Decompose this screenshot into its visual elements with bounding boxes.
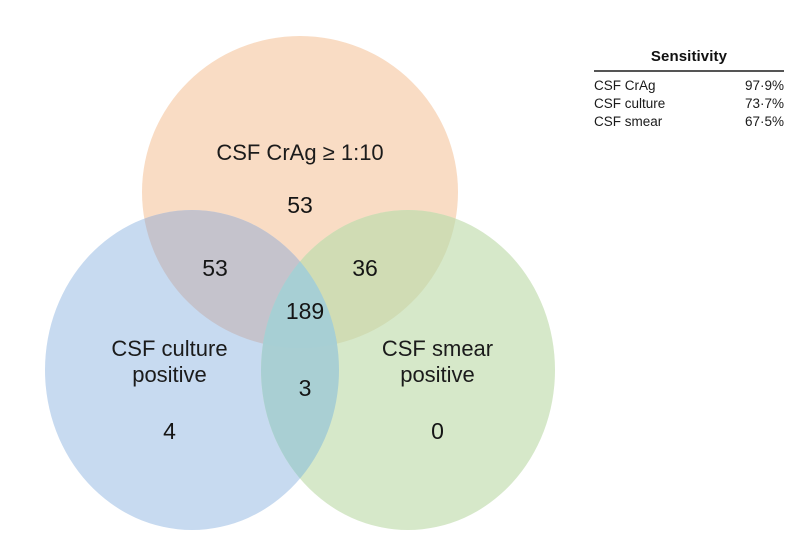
table-row: CSF culture 73·7% (594, 94, 784, 112)
sensitivity-test-name: CSF smear (594, 113, 663, 129)
sensitivity-table-body: CSF CrAg 97·9% CSF culture 73·7% CSF sme… (594, 76, 784, 130)
sensitivity-title: Sensitivity (650, 48, 728, 65)
venn-svg (45, 36, 555, 530)
venn-diagram: CSF CrAg ≥ 1:10 CSF culture positive CSF… (45, 36, 555, 530)
table-row: CSF smear 67·5% (594, 112, 784, 130)
overlap-crag-culture (142, 210, 339, 348)
sensitivity-table: CSF CrAg 97·9% CSF culture 73·7% CSF sme… (594, 76, 784, 130)
sensitivity-test-value: 67·5% (744, 113, 784, 129)
sensitivity-test-name: CSF culture (594, 95, 666, 111)
sensitivity-test-value: 73·7% (744, 95, 784, 111)
sensitivity-divider (594, 70, 784, 72)
table-row: CSF CrAg 97·9% (594, 76, 784, 94)
sensitivity-test-name: CSF CrAg (594, 77, 656, 93)
sensitivity-test-value: 97·9% (744, 77, 784, 93)
sensitivity-panel: Sensitivity CSF CrAg 97·9% CSF culture 7… (594, 48, 784, 130)
overlap-crag-smear (261, 210, 458, 348)
